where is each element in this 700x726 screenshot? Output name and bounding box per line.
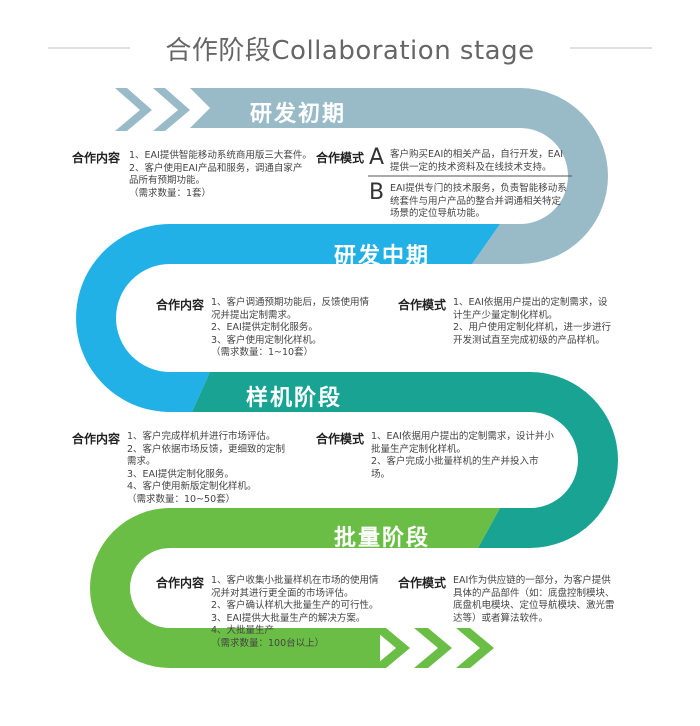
- stage2-band: [76, 224, 500, 412]
- end-chevron-3: [456, 628, 494, 668]
- stage3-content-label: 合作内容: [72, 432, 121, 446]
- stage1-title: 研发初期: [250, 102, 347, 127]
- stage4-mode-text: EAI作为供应链的一部分，为客户提供 具体的产品部件（如：底盘控制模块、 底盘机…: [453, 575, 615, 624]
- stage4-content-label: 合作内容: [156, 576, 205, 590]
- start-chevron-2: [153, 88, 190, 131]
- start-chevron-1: [115, 88, 152, 131]
- stage2-title: 研发中期: [334, 244, 431, 269]
- stage3-mode-label: 合作模式: [316, 432, 365, 446]
- stage3-title: 样机阶段: [246, 386, 343, 411]
- stage2-content-text: 1、客户调通预期功能后，反馈使用情 况并提出定制需求。 2、EAI提供定制化服务…: [211, 297, 370, 358]
- header-title: 合作阶段Collaboration stage: [165, 36, 535, 66]
- stage4-mode-label: 合作模式: [398, 576, 447, 590]
- stage4-title: 批量阶段: [334, 526, 431, 551]
- option-a-text: 客户购买EAI的相关产品，自行开发，EAI 提供一定的技术资料及在线技术支持。: [390, 149, 564, 173]
- option-a-letter: A: [369, 145, 385, 170]
- stage1-content-text: 1、EAI提供智能移动系统商用版三大套件。 2、客户使用EAI产品和服务，调通自…: [129, 150, 312, 199]
- stage2-content-label: 合作内容: [156, 298, 205, 312]
- stage3-mode-text: 1、EAI依据用户提出的定制需求，设计并小 批量生产定制化样机。 2、客户完成小…: [371, 431, 554, 480]
- stage1-mode-label: 合作模式: [316, 151, 365, 165]
- end-chevron-2: [414, 628, 452, 668]
- stage3-band: [192, 372, 618, 548]
- end-chevron-1: [372, 628, 410, 668]
- option-b-letter: B: [369, 180, 385, 205]
- stage4-band: [90, 508, 500, 668]
- stage1-band: [190, 88, 608, 264]
- stage2-mode-label: 合作模式: [398, 298, 447, 312]
- stage4-content-text: 1、客户收集小批量样机在市场的使用情 况并对其进行更全面的市场评估。 2、客户确…: [211, 575, 379, 649]
- stage2-mode-text: 1、EAI依据用户提出的定制需求，设 计生产少量定制化样机。 2、用户使用定制化…: [453, 297, 612, 346]
- stage1-content-label: 合作内容: [72, 151, 121, 165]
- option-b-text: EAI提供专门的技术服务，负责智能移动系 统套件与用户产品的整合并调通相关特定 …: [390, 183, 567, 219]
- stage3-content-text: 1、客户完成样机并进行市场评估。 2、客户依据市场反馈，更细致的定制 需求。 3…: [127, 431, 286, 505]
